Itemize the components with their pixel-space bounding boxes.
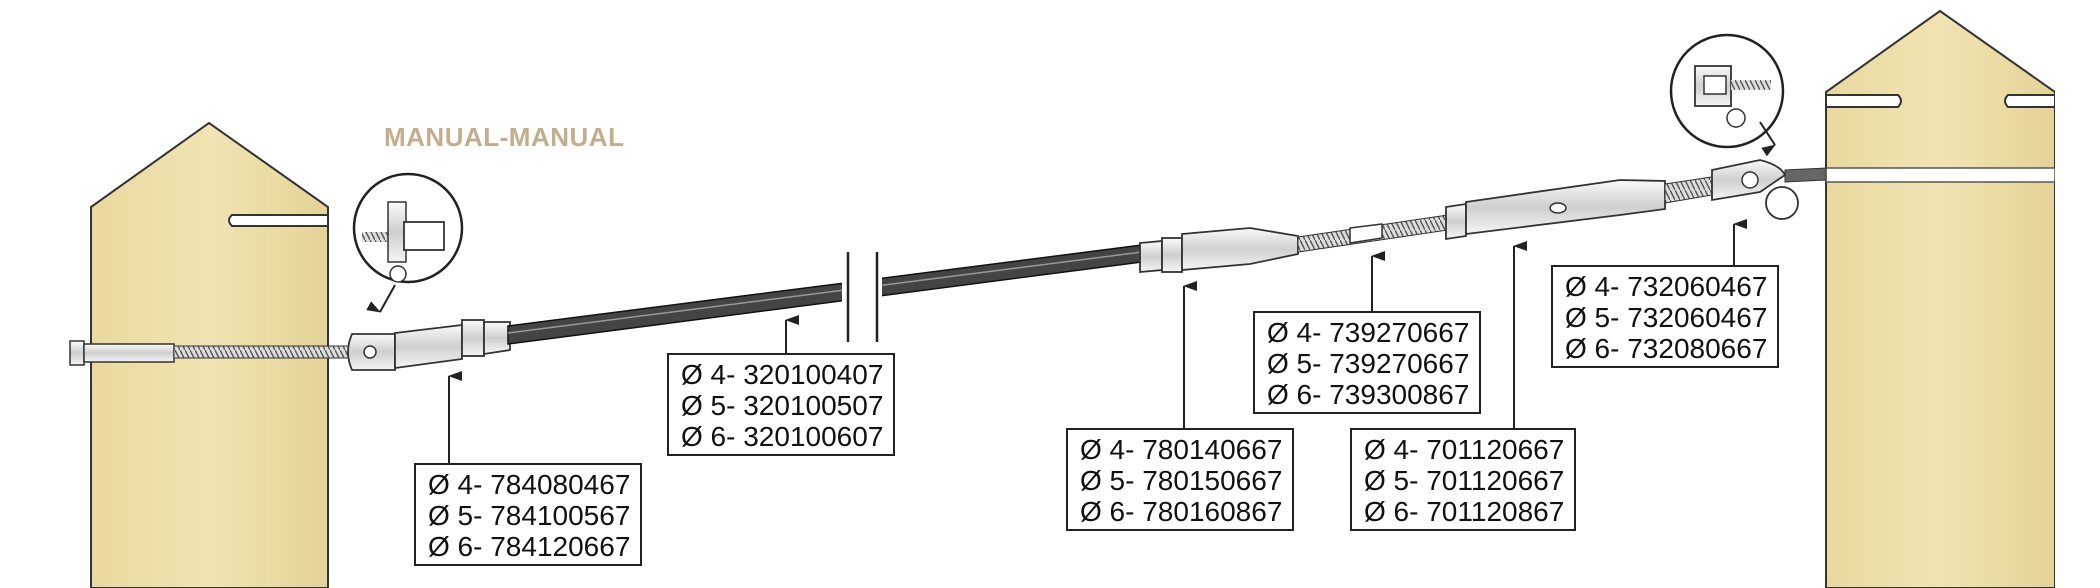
part-number: Ø 4- 701120667 [1364,434,1565,465]
part-number: Ø 5- 780150667 [1080,465,1283,496]
callout-swage-stud: Ø 4- 780140667 Ø 5- 780150667 Ø 6- 78016… [1066,428,1295,531]
part-number: Ø 4- 739270667 [1267,317,1470,348]
part-number: Ø 6- 784120667 [428,531,631,562]
right-post [1825,0,2100,588]
part-number: Ø 4- 320100407 [681,359,884,390]
diagram-title: MANUAL-MANUAL [384,122,625,152]
part-number: Ø 4- 732060467 [1565,271,1768,302]
part-number: Ø 6- 780160867 [1080,496,1283,527]
callout-turnbuckle-body: Ø 4- 701120667 Ø 5- 701120667 Ø 6- 70112… [1350,428,1577,531]
part-number: Ø 5- 732060467 [1565,302,1768,333]
left-detail-inset [352,172,464,313]
right-detail-inset [1669,33,1785,157]
part-number: Ø 6- 701120867 [1364,496,1565,527]
callout-left-fork-terminal: Ø 4- 784080467 Ø 5- 784100567 Ø 6- 78412… [414,463,643,566]
callout-right-fork-toggle: Ø 4- 732060467 Ø 5- 732060467 Ø 6- 73208… [1551,265,1780,368]
part-number: Ø 4- 780140667 [1080,434,1283,465]
part-number: Ø 6- 320100607 [681,421,884,452]
part-number: Ø 5- 701120667 [1364,465,1565,496]
callout-threaded-stud: Ø 4- 739270667 Ø 5- 739270667 Ø 6- 73930… [1253,311,1482,414]
callout-arrows [448,219,1747,463]
swage-stud [1139,227,1299,273]
wire-rope-cable [507,244,1143,346]
threaded-stud [1297,214,1449,253]
part-number: Ø 4- 784080467 [428,469,631,500]
part-number: Ø 5- 784100567 [428,500,631,531]
part-number: Ø 5- 320100507 [681,390,884,421]
part-number: Ø 6- 732080667 [1565,333,1768,364]
left-fork-terminal [347,319,511,371]
turnbuckle-body [1445,179,1666,241]
callout-wire-rope: Ø 4- 320100407 Ø 5- 320100507 Ø 6- 32010… [667,353,896,456]
part-number: Ø 6- 739300867 [1267,379,1470,410]
right-fork-toggle [1664,159,1827,220]
part-number: Ø 5- 739270667 [1267,348,1470,379]
